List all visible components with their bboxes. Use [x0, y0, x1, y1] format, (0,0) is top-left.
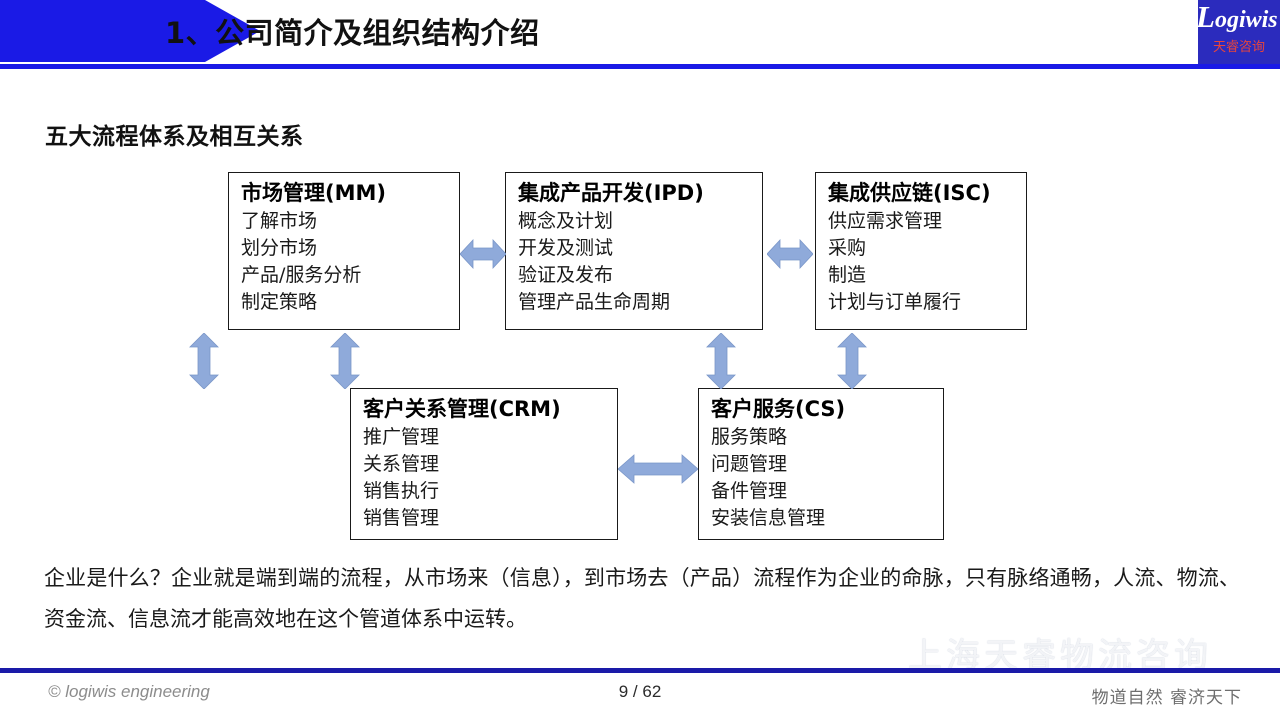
box-item: 供应需求管理 — [828, 210, 943, 232]
slide-header: 1、公司简介及组织结构介绍 Logiwis 天睿咨询 — [0, 0, 1280, 72]
box-item: 计划与订单履行 — [828, 291, 962, 313]
arrow-ipd-isc-icon — [767, 236, 813, 272]
box-item: 推广管理 — [363, 426, 440, 448]
box-item: 备件管理 — [711, 480, 788, 502]
box-item: 安装信息管理 — [711, 507, 826, 529]
arrow-mm-crm-icon — [187, 333, 221, 389]
logo-background — [1198, 0, 1280, 64]
header-banner-shape — [0, 0, 260, 62]
box-title: 客户关系管理(CRM) — [363, 397, 561, 421]
page-total: 62 — [642, 682, 662, 701]
header-divider — [0, 64, 1280, 69]
process-box-cs: 客户服务(CS) 服务策略 问题管理 备件管理 安装信息管理 — [698, 388, 944, 540]
process-box-crm: 客户关系管理(CRM) 推广管理 关系管理 销售执行 销售管理 — [350, 388, 618, 540]
box-item: 服务策略 — [711, 426, 788, 448]
page-separator: / — [632, 682, 638, 701]
box-title: 市场管理(MM) — [241, 181, 386, 205]
process-box-isc: 集成供应链(ISC) 供应需求管理 采购 制造 计划与订单履行 — [815, 172, 1027, 330]
process-box-mm: 市场管理(MM) 了解市场 划分市场 产品/服务分析 制定策略 — [228, 172, 460, 330]
arrow-isc-cs-icon — [835, 333, 869, 389]
box-item: 采购 — [828, 237, 867, 259]
logo-wordmark: Logiwis — [1196, 0, 1280, 35]
box-item: 销售管理 — [363, 507, 440, 529]
footer-slogan: 物道自然 睿济天下 — [1091, 688, 1242, 708]
box-item: 验证及发布 — [518, 264, 614, 286]
box-item: 产品/服务分析 — [241, 264, 362, 286]
arrow-ipd-crm-icon — [328, 333, 362, 389]
box-item: 开发及测试 — [518, 237, 614, 259]
logo-word-rest: ogiwis — [1214, 7, 1278, 33]
body-paragraph: 企业是什么？企业就是端到端的流程，从市场来（信息），到市场去（产品）流程作为企业… — [44, 566, 1240, 631]
page-title: 1、公司简介及组织结构介绍 — [165, 16, 540, 50]
footer-divider — [0, 668, 1280, 673]
box-item: 管理产品生命周期 — [518, 291, 671, 313]
section-subtitle: 五大流程体系及相互关系 — [45, 124, 304, 150]
box-title: 集成供应链(ISC) — [828, 181, 991, 205]
arrow-ipd-cs-icon — [704, 333, 738, 389]
process-box-ipd: 集成产品开发(IPD) 概念及计划 开发及测试 验证及发布 管理产品生命周期 — [505, 172, 763, 330]
box-item: 关系管理 — [363, 453, 440, 475]
box-item: 问题管理 — [711, 453, 788, 475]
page-current: 9 — [618, 682, 629, 701]
box-item: 划分市场 — [241, 237, 318, 259]
box-item: 了解市场 — [241, 210, 318, 232]
arrow-crm-cs-icon — [618, 451, 698, 487]
footer-copyright: © logiwis engineering — [48, 682, 210, 701]
arrow-mm-ipd-icon — [460, 236, 506, 272]
page-number: 9 / 62 — [0, 682, 1280, 702]
box-item: 制定策略 — [241, 291, 318, 313]
box-title: 客户服务(CS) — [711, 397, 846, 421]
box-title: 集成产品开发(IPD) — [518, 181, 704, 205]
box-item: 制造 — [828, 264, 867, 286]
box-item: 销售执行 — [363, 480, 440, 502]
logo-subtitle: 天睿咨询 — [1212, 40, 1265, 55]
logo-initial: L — [1196, 0, 1215, 34]
box-item: 概念及计划 — [518, 210, 614, 232]
